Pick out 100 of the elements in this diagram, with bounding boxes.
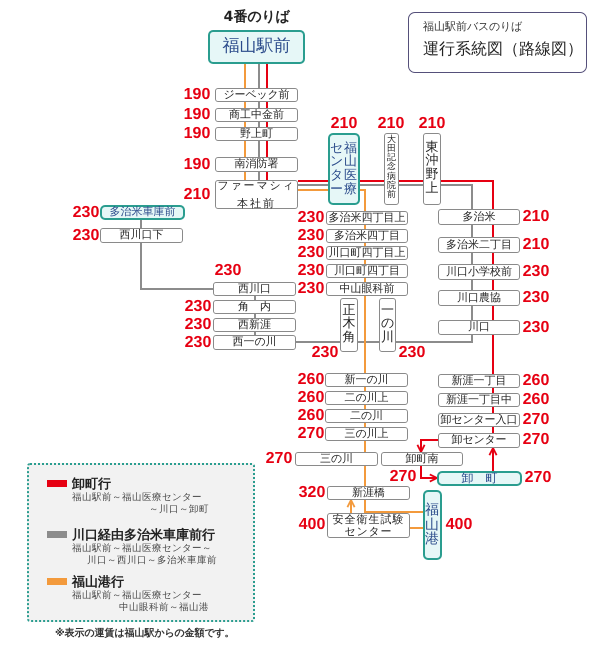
route-line bbox=[266, 141, 268, 157]
bus-stop-box: 安全衛生試験センター bbox=[327, 513, 410, 538]
route-line bbox=[364, 278, 366, 282]
route-line bbox=[254, 332, 256, 335]
route-arrow bbox=[420, 466, 438, 482]
bus-stop-box: 川口町四丁目 bbox=[326, 264, 408, 278]
route-line bbox=[254, 314, 256, 318]
fare-label: 260 bbox=[298, 372, 324, 388]
fare-label: 230 bbox=[184, 317, 212, 333]
route-line bbox=[364, 296, 366, 373]
route-line bbox=[364, 423, 366, 427]
bus-stop-box: 二の川 bbox=[325, 409, 408, 423]
fare-label: 210 bbox=[418, 116, 446, 132]
fare-label: 210 bbox=[330, 116, 358, 132]
fare-label: 230 bbox=[312, 345, 338, 361]
bus-stop-box: 西一の川 bbox=[213, 335, 296, 350]
route-line bbox=[258, 172, 260, 180]
route-line bbox=[298, 180, 328, 182]
fare-label: 230 bbox=[298, 228, 324, 244]
bus-stop-box: 大田記念病院前 bbox=[384, 133, 399, 205]
fare-label: 230 bbox=[72, 228, 100, 244]
bus-stop-box: 東沖野上 bbox=[423, 133, 441, 205]
bus-stop-box: ファーマシィ本社前 bbox=[215, 180, 298, 209]
bus-stop-box: 三の川上 bbox=[325, 427, 408, 441]
route-line bbox=[244, 102, 246, 108]
bus-stop-box: 南消防署 bbox=[215, 157, 298, 172]
fare-label: 230 bbox=[298, 281, 324, 297]
bus-stop-box: 正木角 bbox=[340, 298, 358, 352]
bus-stop-box: 多治米二丁目 bbox=[438, 237, 520, 253]
route-arrow bbox=[416, 439, 438, 453]
terminal-box: 福山駅前 bbox=[208, 30, 305, 64]
bus-stop-box: 川口小学校前 bbox=[438, 264, 520, 280]
bus-stop-box: ジーベック前 bbox=[215, 88, 298, 102]
route-line bbox=[364, 441, 366, 452]
bus-stop-box: 川口町四丁目上 bbox=[326, 246, 408, 260]
bus-stop-box: 三の川 bbox=[295, 452, 378, 466]
route-line bbox=[441, 184, 473, 209]
route-line bbox=[492, 427, 494, 433]
route-line bbox=[364, 243, 366, 246]
bus-stop-box: 多治米四丁目上 bbox=[326, 211, 408, 225]
fare-label: 270 bbox=[266, 451, 292, 467]
bus-stop-box: 二の川上 bbox=[325, 391, 408, 405]
route-line bbox=[266, 64, 268, 88]
route-line bbox=[258, 102, 260, 108]
fare-label: 400 bbox=[446, 517, 472, 533]
route-line bbox=[360, 189, 366, 211]
platform-heading: 4番のりば bbox=[222, 8, 291, 26]
fare-label: 230 bbox=[72, 205, 100, 221]
fare-label: 320 bbox=[298, 485, 326, 501]
bus-stop-box: 一の川 bbox=[379, 298, 396, 352]
bus-stop-box: 卸町南 bbox=[381, 452, 463, 466]
fare-label: 260 bbox=[298, 408, 324, 424]
fare-label: 190 bbox=[184, 126, 210, 142]
route-line bbox=[364, 387, 366, 391]
route-line bbox=[492, 388, 494, 393]
route-line bbox=[492, 253, 494, 264]
route-line bbox=[360, 184, 384, 186]
route-line bbox=[258, 122, 260, 127]
fare-label: 270 bbox=[522, 432, 550, 448]
bus-stop-box: 商工中金前 bbox=[215, 108, 298, 122]
terminal-box: 卸 町 bbox=[437, 471, 522, 486]
fare-label: 270 bbox=[522, 412, 550, 428]
fare-label: 210 bbox=[378, 116, 404, 132]
terminal-box: 福山港 bbox=[423, 490, 442, 560]
route-line bbox=[471, 306, 473, 320]
route-line bbox=[360, 180, 384, 182]
fare-label: 260 bbox=[522, 373, 550, 389]
bus-stop-box: 多治米四丁目 bbox=[326, 229, 408, 243]
route-line bbox=[244, 122, 246, 127]
bus-stop-box: 西川口下 bbox=[100, 228, 183, 243]
fare-label: 230 bbox=[298, 245, 324, 261]
route-line bbox=[492, 306, 494, 320]
route-description: 福山駅前～福山医療センター中山眼科前～福山港 bbox=[72, 590, 209, 614]
legend-text: 福山港行 bbox=[72, 574, 124, 590]
fare-label: 270 bbox=[298, 426, 324, 442]
route-description: 福山駅前～福山医療センター～川口～卸町 bbox=[72, 492, 209, 516]
route-line bbox=[244, 141, 246, 157]
legend-text: 卸町行 bbox=[72, 476, 111, 492]
subtitle-text: 福山駅前バスのりば bbox=[423, 21, 522, 34]
fare-label: 190 bbox=[184, 157, 210, 173]
fare-label: 230 bbox=[298, 263, 324, 279]
bus-stop-box: 卸センター入口 bbox=[438, 413, 520, 427]
fare-label: 230 bbox=[184, 299, 212, 315]
bus-stop-box: 川口 bbox=[438, 320, 520, 335]
fare-label: 260 bbox=[522, 392, 550, 408]
fare-label: 260 bbox=[298, 390, 324, 406]
route-line bbox=[399, 180, 423, 182]
route-arrow bbox=[346, 499, 356, 513]
fare-label: 210 bbox=[184, 187, 210, 203]
route-line bbox=[471, 225, 473, 237]
route-line bbox=[266, 102, 268, 108]
bus-stop-box: 川口農協 bbox=[438, 290, 520, 306]
route-line bbox=[296, 341, 340, 343]
fare-label: 230 bbox=[522, 290, 550, 306]
fare-label: 210 bbox=[522, 237, 550, 253]
bus-stop-box: 新一の川 bbox=[325, 373, 408, 387]
bus-stop-box: 新涯一丁目中 bbox=[438, 393, 520, 407]
fare-label: 210 bbox=[522, 209, 550, 225]
terminal-box: 多治米車庫前 bbox=[100, 205, 185, 220]
route-line bbox=[298, 184, 328, 186]
